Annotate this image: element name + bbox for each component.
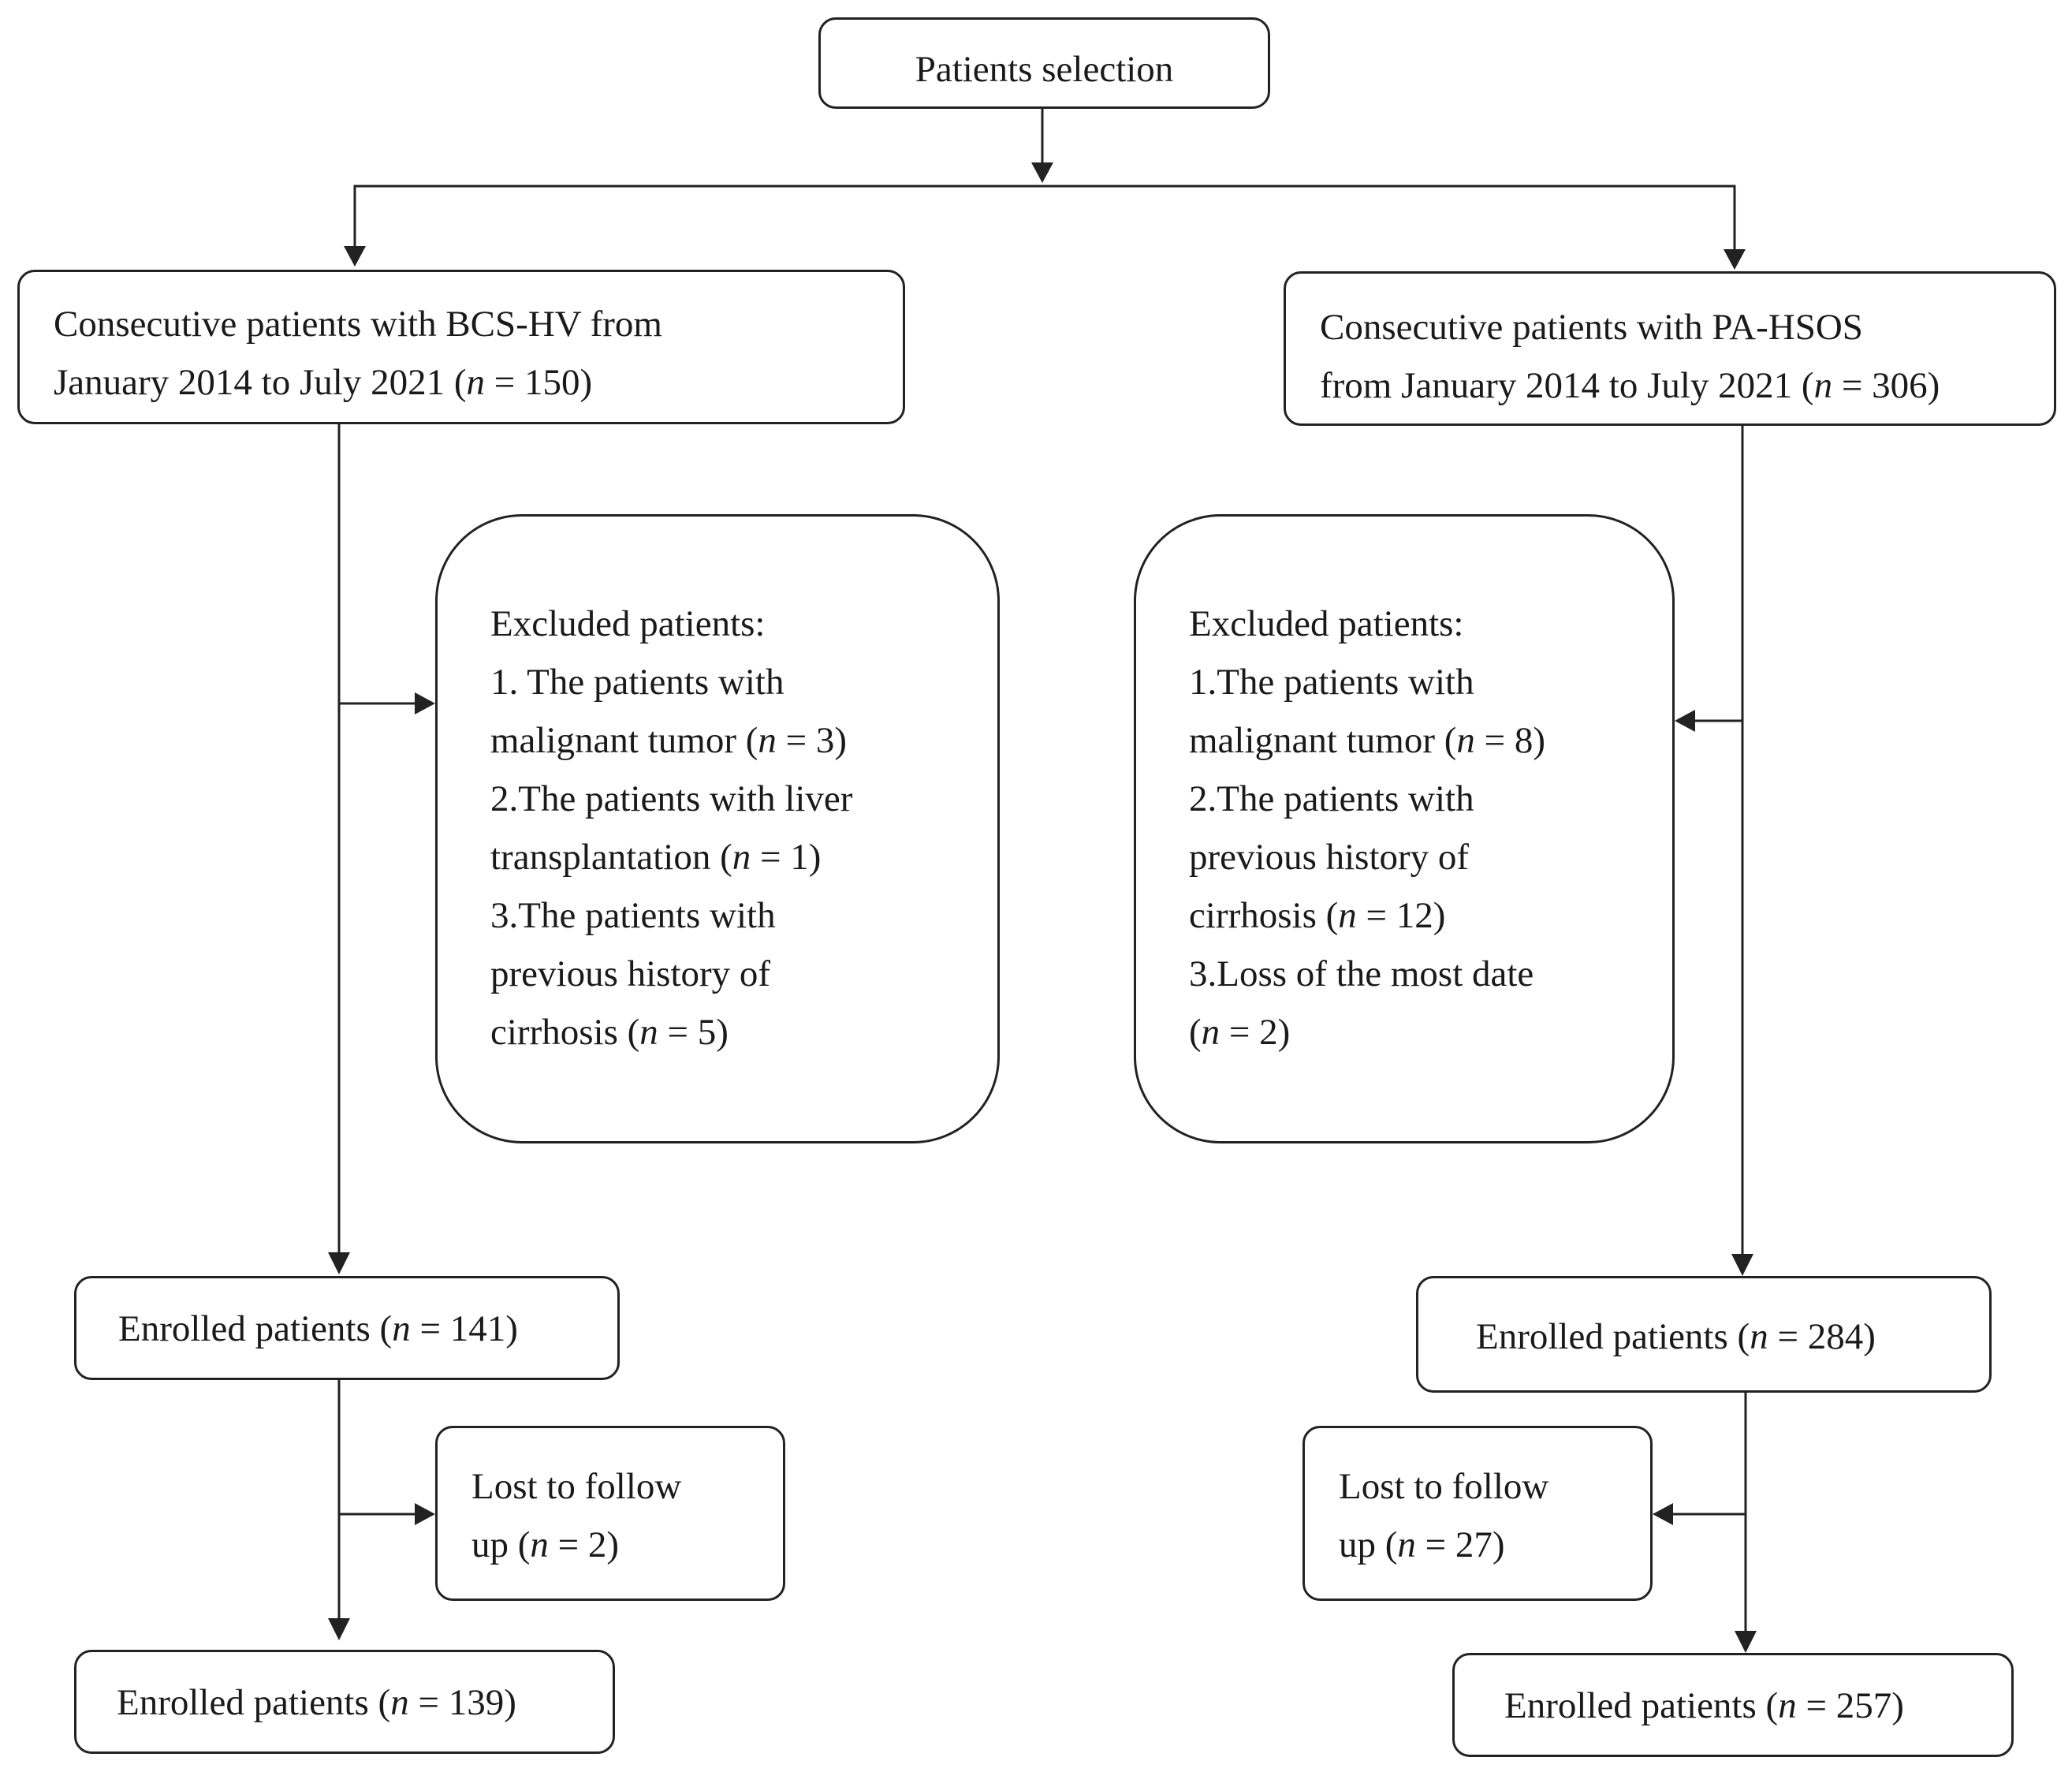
- pa-hsos-cohort-text: Consecutive patients with PA-HSOS from J…: [1320, 307, 1940, 406]
- pa-hsos-enrolled-box: [1416, 1276, 1992, 1393]
- bcs-hv-cohort-text: Consecutive patients with BCS-HV from Ja…: [54, 304, 662, 403]
- pa-hsos-final-enrolled-text: Enrolled patients (n = 257): [1504, 1685, 1904, 1726]
- right-enrolled2-arrowhead: [1735, 1631, 1757, 1653]
- pa-hsos-cohort-box: [1284, 271, 2056, 426]
- bcs-hv-lost-box: [435, 1426, 785, 1601]
- bcs-hv-enrolled-box: [74, 1276, 620, 1380]
- pa-hsos-excluded-box: [1134, 514, 1675, 1143]
- left-exclusion-arrowhead: [415, 692, 435, 714]
- bcs-hv-enrolled-text: Enrolled patients (n = 141): [118, 1308, 518, 1349]
- right-lost-arrowhead: [1653, 1503, 1673, 1525]
- pa-hsos-final-enrolled-box: [1452, 1653, 2014, 1757]
- patients-selection-label: Patients selection: [915, 49, 1174, 90]
- bcs-hv-excluded-text: Excluded patients: 1. The patients with …: [490, 603, 853, 1053]
- left-branch-arrowhead: [344, 246, 366, 267]
- patients-selection-box: [818, 17, 1270, 109]
- bcs-hv-excluded-box: [435, 514, 1000, 1143]
- pa-hsos-enrolled-text: Enrolled patients (n = 284): [1476, 1316, 1876, 1357]
- split-line: [353, 185, 1736, 254]
- pa-hsos-lost-text: Lost to follow up (n = 27): [1339, 1466, 1549, 1565]
- left-enrolled1-arrowhead: [328, 1252, 350, 1274]
- bcs-hv-lost-text: Lost to follow up (n = 2): [471, 1466, 682, 1565]
- pa-hsos-lost-box: [1302, 1426, 1653, 1601]
- bcs-hv-cohort-box: [17, 270, 905, 424]
- right-exclusion-arrowhead: [1675, 710, 1695, 732]
- root-down-arrowhead: [1031, 162, 1053, 183]
- pa-hsos-excluded-text: Excluded patients: 1.The patients with m…: [1189, 603, 1546, 1053]
- right-branch-arrowhead: [1724, 249, 1746, 270]
- left-lost-arrowhead: [415, 1503, 435, 1525]
- right-enrolled1-arrowhead: [1731, 1254, 1753, 1276]
- bcs-hv-final-enrolled-text: Enrolled patients (n = 139): [117, 1682, 516, 1723]
- left-enrolled2-arrowhead: [328, 1618, 350, 1640]
- bcs-hv-final-enrolled-box: [74, 1650, 615, 1754]
